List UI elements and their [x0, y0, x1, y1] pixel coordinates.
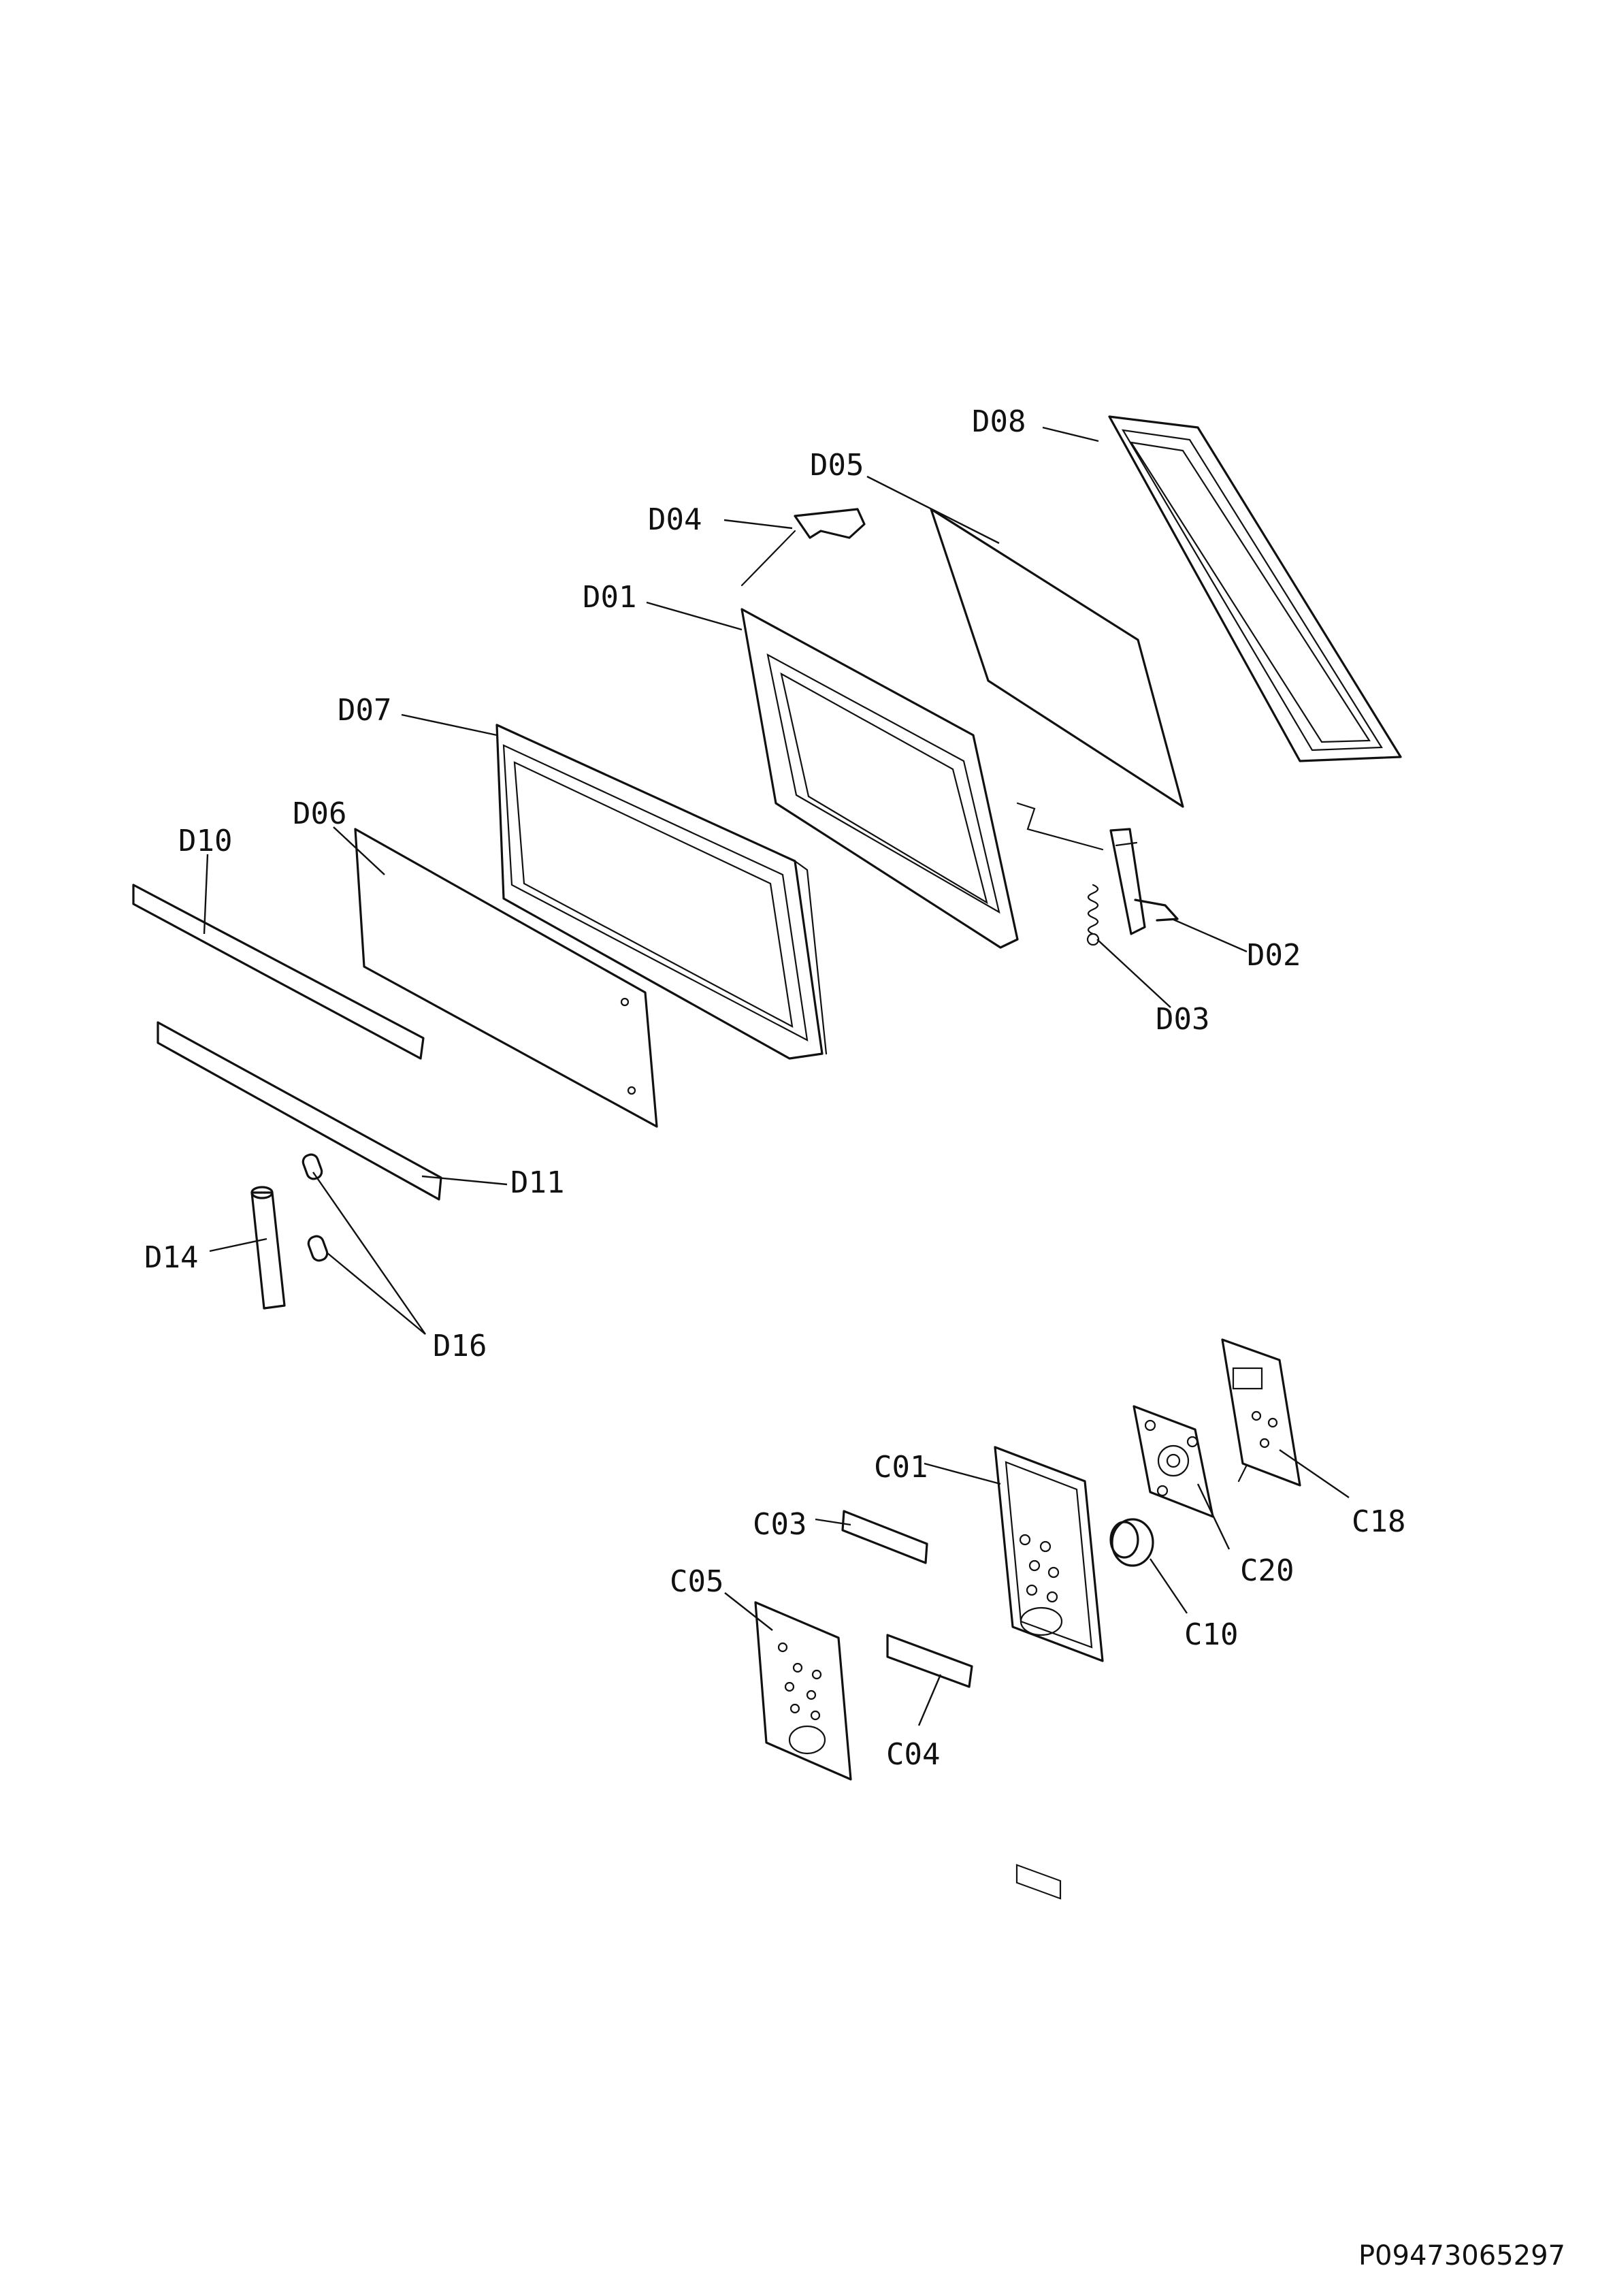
- part-d16-pins: [302, 1153, 329, 1262]
- label-d11: D11: [510, 1165, 564, 1200]
- part-c04-strip: [886, 1634, 973, 1688]
- label-c10: C10: [1184, 1617, 1238, 1652]
- part-d02-latch: [1109, 828, 1179, 935]
- label-d16: D16: [433, 1329, 487, 1363]
- label-c03: C03: [753, 1507, 806, 1542]
- label-d01: D01: [583, 580, 636, 615]
- label-c20: C20: [1240, 1553, 1294, 1588]
- label-c18: C18: [1352, 1504, 1405, 1539]
- part-c05-overlay: [754, 1601, 852, 1781]
- part-d04-hinge: [740, 508, 866, 587]
- label-d06: D06: [293, 796, 346, 831]
- part-d11-strip: [157, 1021, 442, 1201]
- part-c18-pcb: [1221, 1338, 1301, 1487]
- part-d10-strip: [132, 884, 425, 1060]
- part-c03-strip: [841, 1510, 928, 1564]
- part-c10-knob: [1109, 1518, 1154, 1567]
- part-d07-front-frame: [495, 724, 828, 1060]
- part-c01-control-housing: [994, 1446, 1104, 1900]
- part-d06-glass-panel: [354, 828, 658, 1128]
- label-c04: C04: [886, 1737, 940, 1772]
- label-d08: D08: [972, 404, 1026, 439]
- part-d01-door-frame: [740, 608, 1104, 949]
- label-d03: D03: [1156, 1002, 1209, 1037]
- label-d02: D02: [1247, 938, 1301, 973]
- part-d05-glass: [930, 508, 1184, 808]
- part-d08-frame: [1108, 415, 1402, 762]
- part-d03-spring: [1087, 884, 1100, 946]
- label-d14: D14: [144, 1240, 198, 1275]
- label-d07: D07: [338, 693, 391, 728]
- part-d14-rod: [250, 1186, 286, 1310]
- document-code: P09473065297: [1358, 2240, 1565, 2271]
- label-d04: D04: [648, 502, 702, 537]
- leader-lines: [203, 426, 1350, 1726]
- label-c01: C01: [874, 1450, 928, 1485]
- label-d05: D05: [810, 448, 864, 483]
- part-c20-encoder-board: [1133, 1405, 1214, 1518]
- label-d10: D10: [178, 824, 232, 858]
- label-c05: C05: [670, 1564, 723, 1599]
